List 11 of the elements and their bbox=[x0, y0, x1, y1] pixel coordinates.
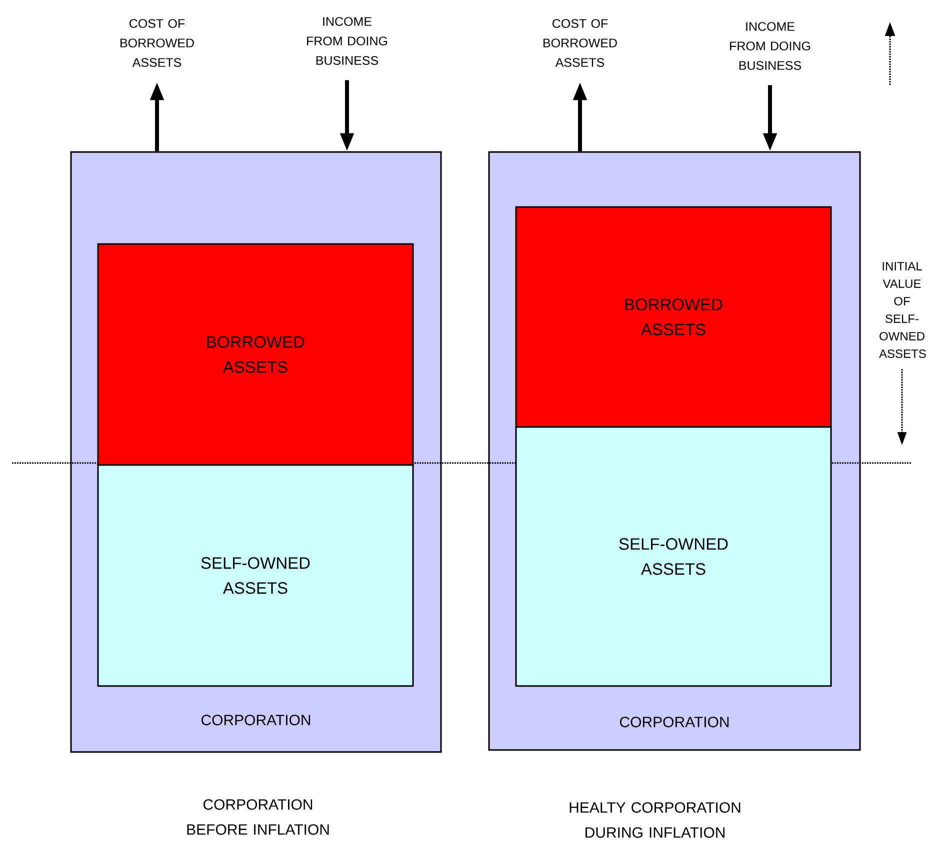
flow-label: COST OF BORROWED ASSETS bbox=[544, 19, 617, 67]
flow-label: INCOME FROM DOING BUSINESS bbox=[730, 22, 810, 70]
annotation: INITIAL VALUE OF SELF-OWNED ASSETS bbox=[879, 262, 926, 358]
borrowed-assets-box: BORROWED ASSETS bbox=[515, 206, 832, 428]
caption: CORPORATION BEFORE INFLATION bbox=[187, 799, 329, 835]
self-owned-assets-box: SELF-OWNED ASSETS bbox=[515, 426, 832, 687]
flow-label: COST OF BORROWED ASSETS bbox=[120, 19, 194, 67]
flow-label: INCOME FROM DOING BUSINESS bbox=[307, 17, 388, 65]
caption: HEALTY CORPORATION DURING INFLATION bbox=[570, 802, 740, 838]
borrowed-assets-box: BORROWED ASSETS bbox=[97, 243, 414, 466]
self-owned-assets-box: SELF-OWNED ASSETS bbox=[97, 464, 414, 687]
